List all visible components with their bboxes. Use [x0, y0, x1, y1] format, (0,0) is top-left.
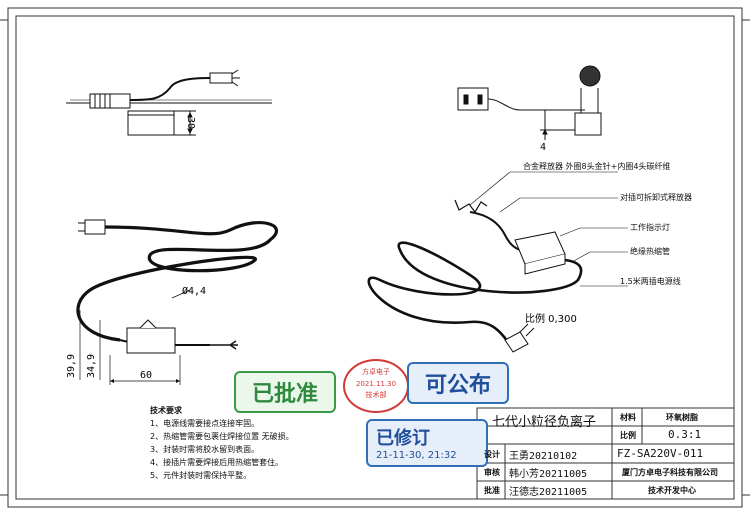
- scale-label: 比例: [620, 431, 636, 440]
- tech-requirement-item: 3、封装时需将胶水留到表面。: [150, 445, 260, 454]
- dim-right-height: 4: [540, 142, 546, 153]
- published-stamp: 可公布: [407, 362, 509, 404]
- tech-requirements-heading: 技术要求: [150, 406, 182, 415]
- approve-value: 汪德志20211005: [509, 487, 588, 498]
- dim-plug-height-b: 34,9: [86, 354, 97, 378]
- callout-indicator: 工作指示灯: [630, 222, 670, 232]
- revised-label: 已修订: [376, 428, 430, 449]
- seal-date: 2021.11.30: [355, 380, 397, 388]
- isometric-assembly-right: [367, 199, 583, 353]
- tech-requirements: 技术要求 1、电源线需要接点连接牢固。 2、热缩管需要包裹住焊接位置 无破损。 …: [150, 404, 294, 482]
- side-view-top-right: [457, 65, 602, 140]
- tech-requirement-item: 1、电源线需要接点连接牢固。: [150, 419, 260, 428]
- frame-corner-marks: [0, 19, 750, 496]
- side-view-top-left: [66, 69, 272, 136]
- tech-requirement-item: 4、接插片需要焊接后用热缩管套住。: [150, 458, 284, 467]
- approve-label: 批准: [484, 486, 500, 495]
- review-value: 韩小芳20211005: [509, 469, 588, 480]
- tech-requirement-item: 5、元件封装时需保持平整。: [150, 471, 252, 480]
- department-name: 技术开发中心: [648, 486, 696, 495]
- dim-cord-diameter: Ø4,4: [182, 285, 206, 297]
- design-label: 设计: [484, 450, 500, 459]
- dim-top-height: 30: [185, 117, 196, 129]
- company-name: 厦门方卓电子科技有限公司: [622, 468, 718, 477]
- part-number: FZ-SA220V-011: [617, 447, 704, 460]
- scale-note: 比例 0,300: [525, 312, 577, 325]
- design-value: 王勇20210102: [509, 451, 578, 462]
- approved-stamp: 已批准: [234, 371, 336, 413]
- callout-heatshrink: 绝缘热缩管: [630, 246, 670, 256]
- callout-leaders: [469, 171, 628, 287]
- review-label: 审核: [484, 468, 500, 477]
- technical-dept-seal: 方卓电子 2021.11.30 技术部: [343, 359, 409, 413]
- seal-line-1: 方卓电子: [362, 368, 390, 376]
- cord-assembly-left: [76, 219, 278, 385]
- dim-length: 60: [140, 370, 152, 381]
- callout-releaser: 合金释放器 外圈8头金针+内圈4头碳纤维: [523, 161, 670, 171]
- revised-date: 21-11-30, 21:32: [376, 450, 457, 461]
- callout-texts: 合金释放器 外圈8头金针+内圈4头碳纤维 对插可拆卸式释放器 工作指示灯 绝缘热…: [523, 161, 692, 286]
- callout-powercord: 1.5米两插电源线: [620, 276, 681, 286]
- material-value: 环氧树脂: [666, 413, 698, 422]
- product-name: 七代小粒径负离子: [492, 415, 597, 430]
- inner-frame: [15, 15, 735, 500]
- outer-frame: [7, 7, 743, 508]
- dim-plug-height-a: 39,9: [66, 354, 77, 378]
- seal-line-2: 技术部: [365, 391, 387, 399]
- revised-stamp: 已修订 21-11-30, 21:32: [366, 419, 488, 467]
- scale-value: 0.3:1: [668, 428, 702, 441]
- tech-requirement-item: 2、热缩管需要包裹住焊接位置 无破损。: [150, 432, 294, 441]
- callout-detachable: 对插可拆卸式释放器: [620, 192, 692, 202]
- material-label: 材料: [620, 413, 636, 422]
